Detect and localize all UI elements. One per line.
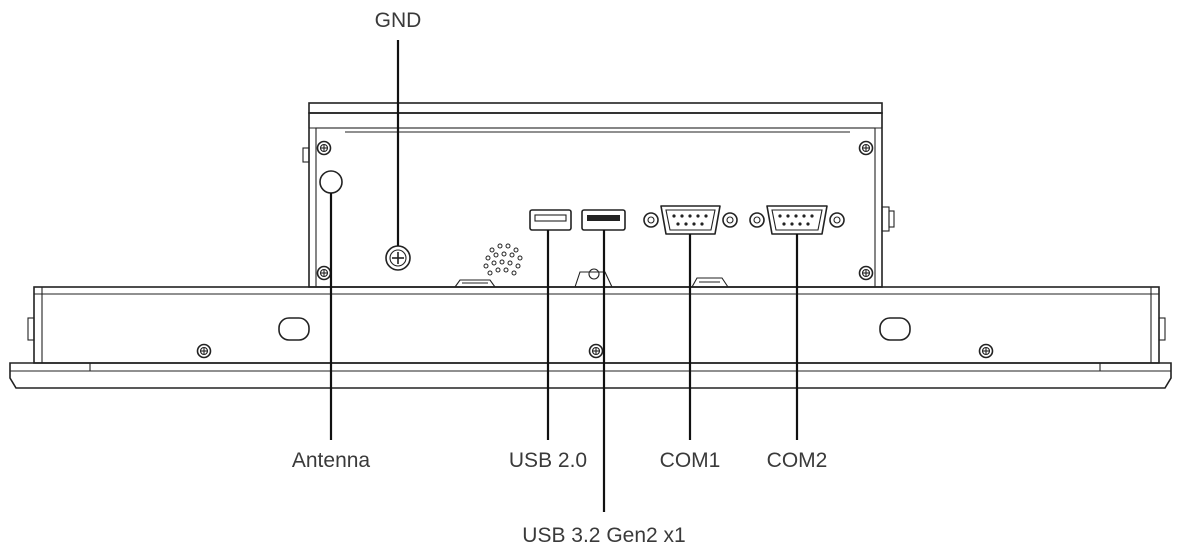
label-usb2: USB 2.0 (509, 449, 587, 472)
screw-icon (978, 343, 994, 359)
screw-icon (858, 140, 874, 156)
label-com1: COM1 (660, 449, 721, 472)
usb2-port (529, 209, 572, 231)
com1-port (643, 205, 738, 235)
antenna-port (319, 170, 343, 194)
screw-icon (858, 265, 874, 281)
screw-icon (196, 343, 212, 359)
screw-icon (316, 265, 332, 281)
panel-screws (196, 343, 994, 359)
panel-body (9, 286, 1172, 389)
speaker-grille-icon (483, 243, 523, 276)
enclosure-screws (316, 140, 874, 281)
com2-port (749, 205, 845, 235)
io-enclosure (302, 102, 895, 288)
mounting-brackets (454, 268, 729, 288)
panel-slot (879, 317, 911, 341)
panel-slot (278, 317, 310, 341)
label-com2: COM2 (767, 449, 828, 472)
label-gnd: GND (375, 9, 422, 32)
label-antenna: Antenna (292, 449, 371, 472)
gnd-screw-icon (385, 245, 411, 271)
usb3-port (581, 209, 626, 231)
screw-icon (588, 343, 604, 359)
screw-icon (316, 140, 332, 156)
label-usb3: USB 3.2 Gen2 x1 (522, 524, 685, 547)
